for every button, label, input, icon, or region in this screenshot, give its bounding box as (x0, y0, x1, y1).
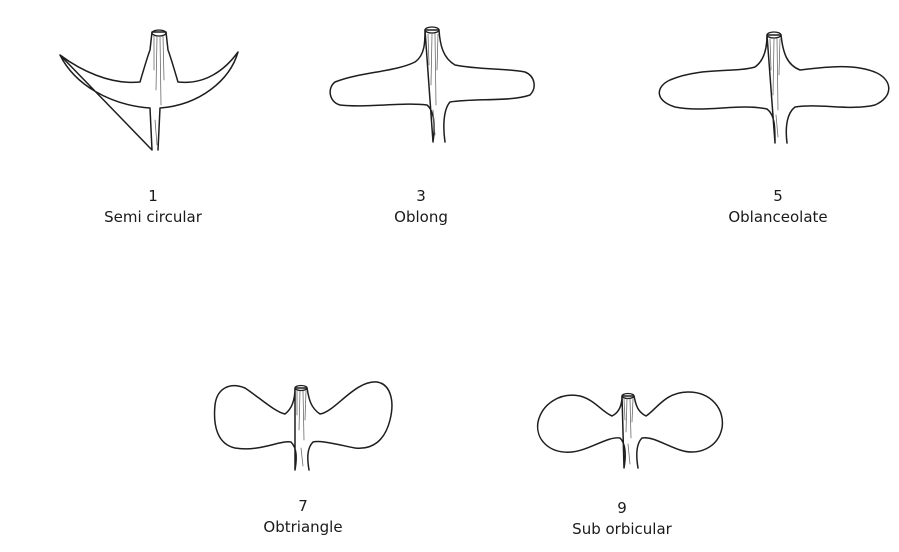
caption-semi-circular: 1 Semi circular (63, 186, 243, 228)
shape-label: Oblanceolate (688, 207, 868, 228)
shape-number: 1 (63, 186, 243, 207)
shape-semi-circular-drawing (40, 10, 250, 160)
caption-sub-orbicular: 9 Sub orbicular (532, 498, 712, 540)
shape-number: 5 (688, 186, 868, 207)
caption-oblanceolate: 5 Oblanceolate (688, 186, 868, 228)
shape-sub-orbicular-drawing (530, 370, 730, 480)
shape-obtriangle-drawing (205, 370, 405, 480)
shape-label: Oblong (331, 207, 511, 228)
shape-number: 3 (331, 186, 511, 207)
shape-oblong-drawing (325, 10, 545, 160)
shape-label: Semi circular (63, 207, 243, 228)
shape-number: 7 (213, 496, 393, 517)
shape-label: Sub orbicular (532, 519, 712, 540)
shape-oblanceolate-drawing (655, 15, 885, 165)
caption-obtriangle: 7 Obtriangle (213, 496, 393, 538)
shape-number: 9 (532, 498, 712, 519)
shape-label: Obtriangle (213, 517, 393, 538)
caption-oblong: 3 Oblong (331, 186, 511, 228)
